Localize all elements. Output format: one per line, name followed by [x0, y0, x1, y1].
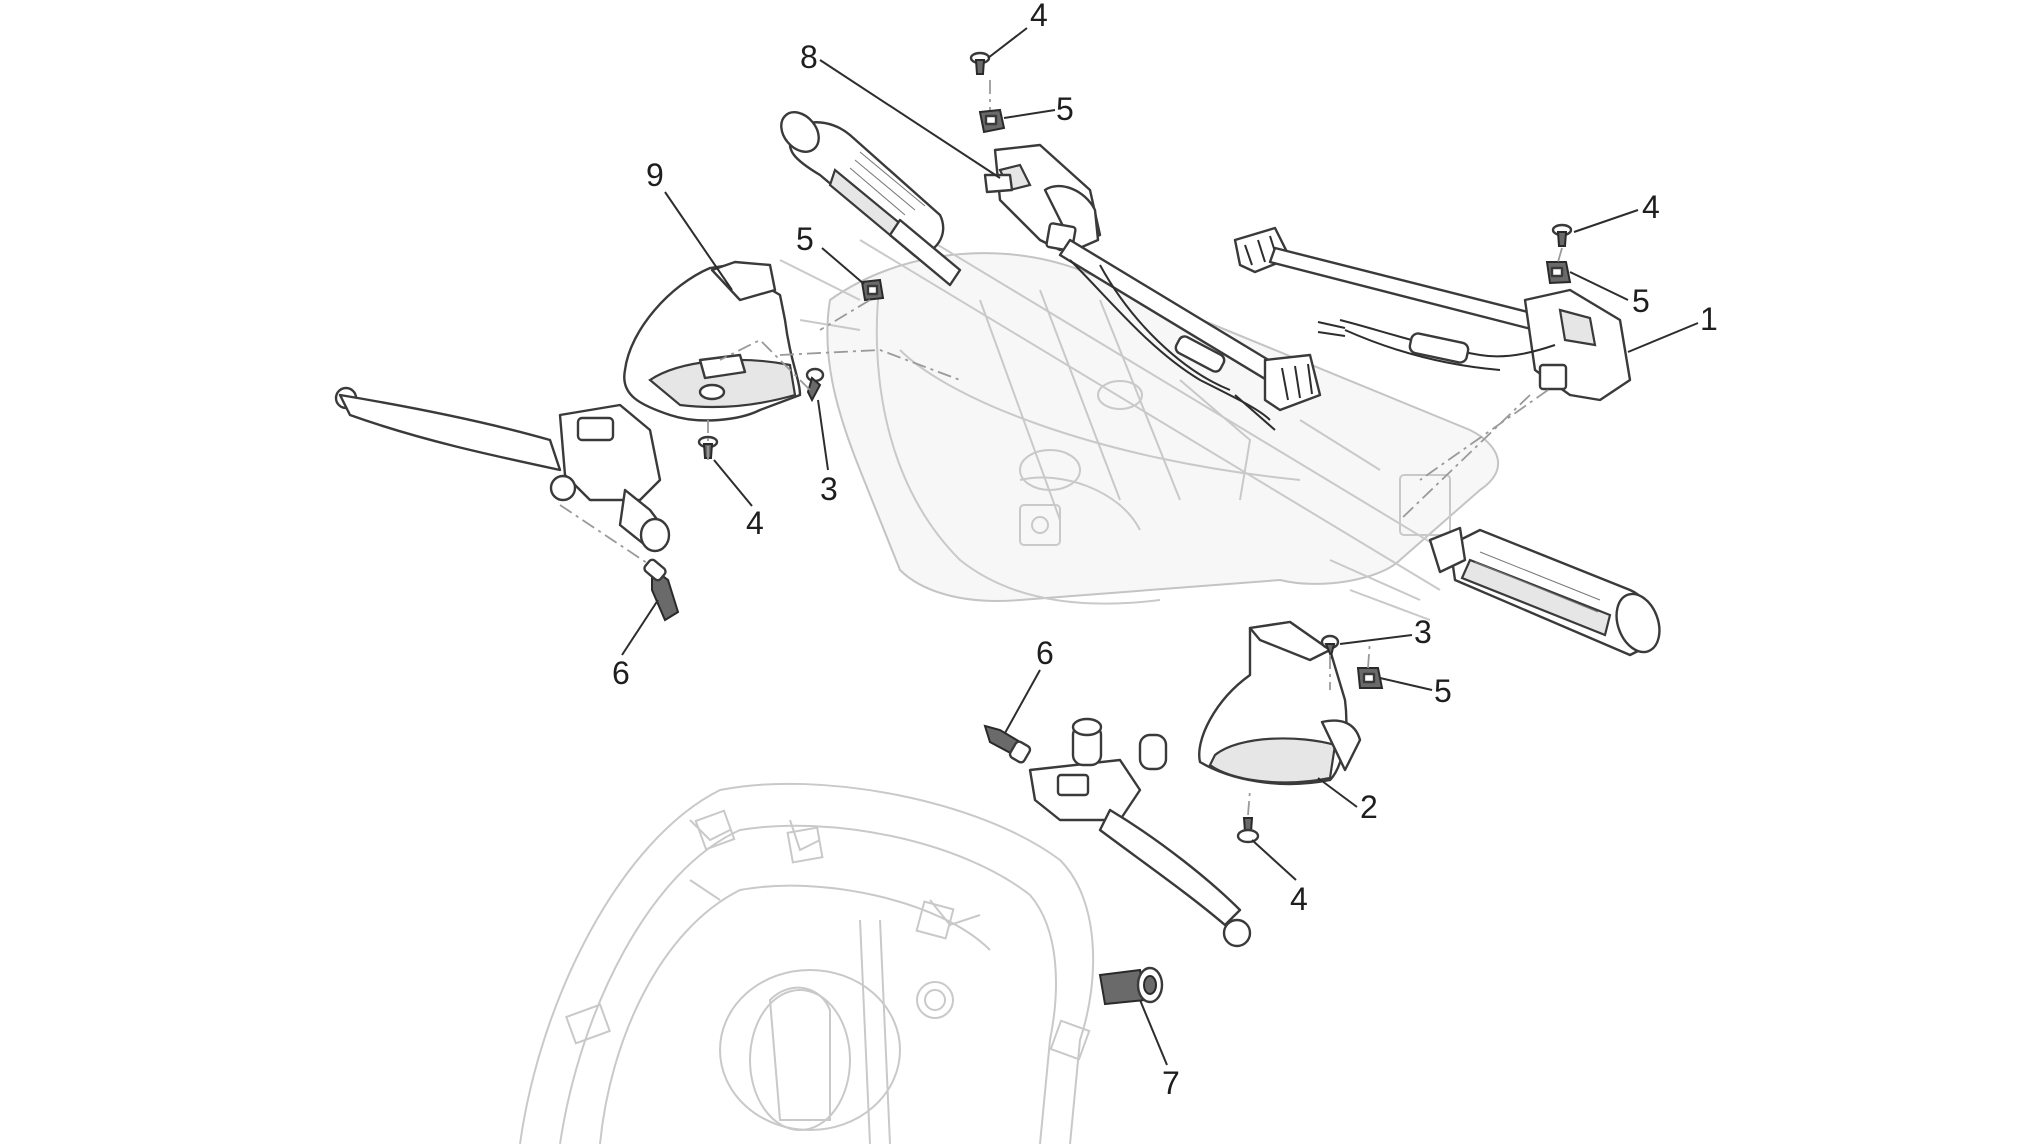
callout-8: 8 — [800, 39, 818, 75]
clip-nut-top-center — [978, 108, 1006, 134]
callout-7: 7 — [1162, 1065, 1180, 1101]
brake-switch-right — [983, 724, 1032, 764]
callout-2: 2 — [1360, 789, 1378, 825]
callout-3-left: 3 — [820, 471, 838, 507]
callout-6-left: 6 — [612, 655, 630, 691]
left-brake-lever — [334, 386, 671, 553]
callout-1: 1 — [1700, 301, 1718, 337]
callout-3-right: 3 — [1414, 614, 1432, 650]
right-brake-lever — [1028, 717, 1252, 948]
left-cover — [623, 260, 802, 422]
callout-4-lower: 4 — [1290, 881, 1308, 917]
callout-4-top: 4 — [1030, 0, 1048, 33]
left-switch-assembly — [983, 143, 1322, 431]
callout-9: 9 — [646, 157, 664, 193]
leader-lines — [621, 27, 1699, 1066]
clip-nut-left — [860, 278, 885, 302]
left-grip — [780, 111, 962, 287]
callout-5-top: 5 — [1056, 91, 1074, 127]
headlight-cowl-ghost — [519, 782, 1095, 1144]
callout-6-right: 6 — [1036, 635, 1054, 671]
callout-5-top-right: 5 — [1632, 283, 1650, 319]
self-tap-screw-right — [1320, 634, 1340, 660]
socket-connector — [1098, 966, 1164, 1006]
screw-top-center — [969, 51, 991, 75]
right-cover — [1198, 620, 1362, 786]
right-grip — [1428, 526, 1661, 657]
screw-top-right — [1551, 223, 1573, 247]
self-tap-screw-left — [805, 367, 825, 403]
callout-4-left: 4 — [746, 505, 764, 541]
assembly-lines — [559, 80, 1563, 816]
brake-switch-left — [643, 558, 680, 622]
callout-5-lower-right: 5 — [1434, 673, 1452, 709]
right-switch-assembly — [1233, 226, 1632, 402]
screw-right-cover — [1236, 817, 1260, 844]
callout-4-top-right: 4 — [1642, 189, 1660, 225]
clip-nut-top-right — [1545, 261, 1572, 285]
handlebar-frame-ghost — [779, 209, 1500, 621]
callout-5-left: 5 — [796, 221, 814, 257]
clip-nut-lower-right — [1356, 667, 1384, 689]
callout-labels: 1 2 3 3 4 4 4 4 5 5 5 5 6 6 7 8 9 — [612, 0, 1718, 1101]
